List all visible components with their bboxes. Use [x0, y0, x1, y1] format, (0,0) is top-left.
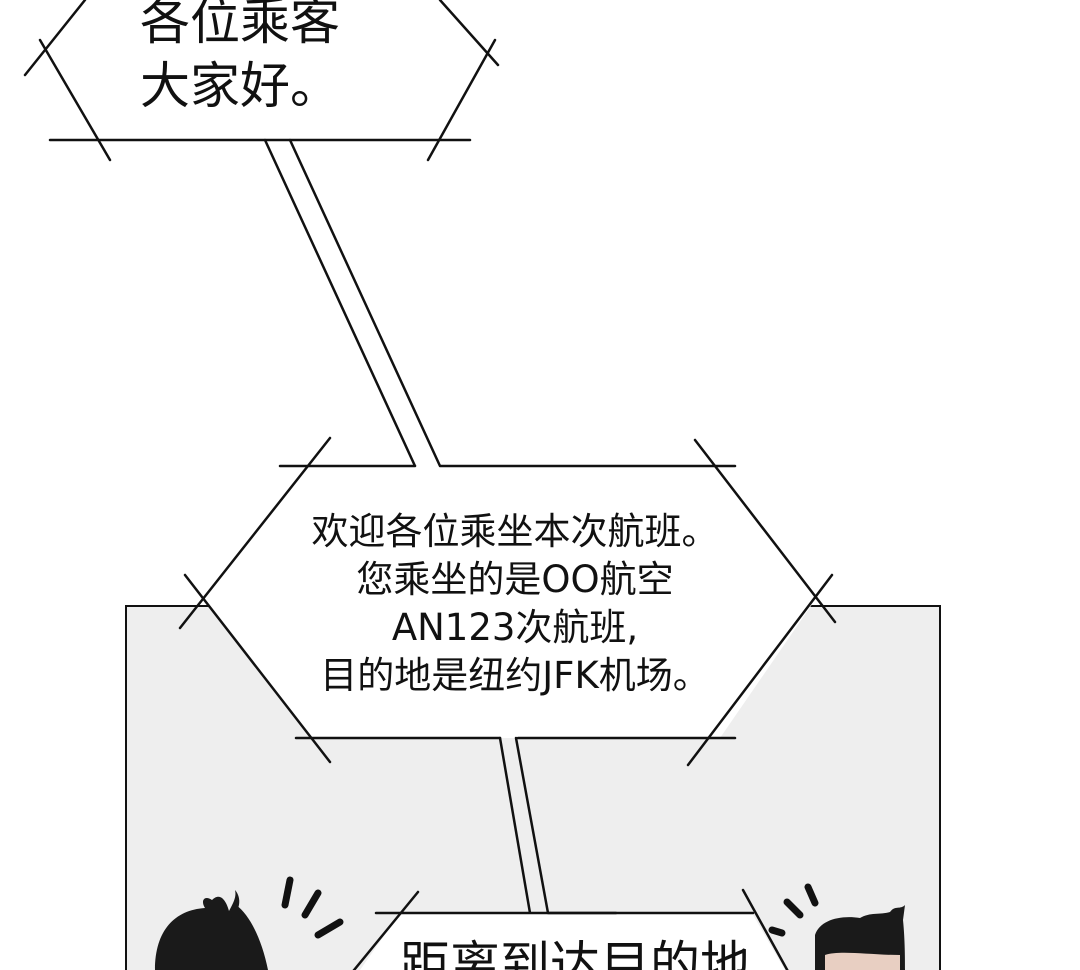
bottom-speech-bubble-text: 距离到达目的地: [365, 935, 785, 970]
speech-line: 各位乘客: [140, 0, 340, 51]
bottom-bubble-fill: [360, 913, 785, 970]
speech-line: 大家好。: [140, 57, 340, 115]
right-character: [815, 905, 905, 970]
left-character: [155, 890, 268, 970]
speech-line: 距离到达目的地: [400, 936, 750, 970]
middle-speech-bubble-text: 欢迎各位乘坐本次航班。 您乘坐的是OO航空 AN123次航班, 目的地是纽约JF…: [240, 508, 790, 700]
middle-bubble-fill: [205, 466, 815, 738]
speech-line: 您乘坐的是OO航空: [356, 558, 674, 601]
emphasis-marks: [281, 876, 819, 939]
top-bubble-fill: [35, 0, 485, 140]
top-speech-bubble-text: 各位乘客 大家好。: [140, 0, 340, 118]
speech-line: 目的地是纽约JFK机场。: [320, 654, 710, 697]
speech-line: AN123次航班,: [391, 606, 639, 649]
speech-line: 欢迎各位乘坐本次航班。: [311, 510, 719, 553]
